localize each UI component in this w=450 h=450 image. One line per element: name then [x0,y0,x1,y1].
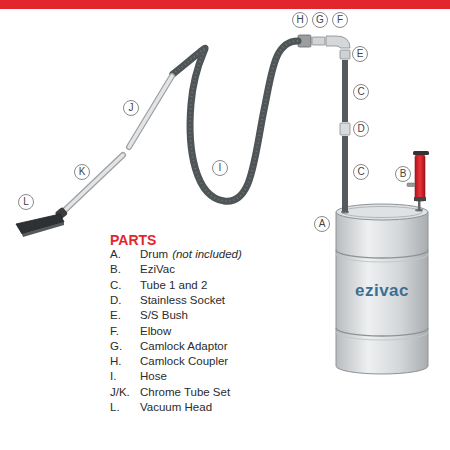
hose [173,41,298,201]
part-name: Chrome Tube Set [140,386,230,399]
part-letter: F. [110,325,119,338]
chrome-tubes [64,76,172,211]
callout-letter: L [23,197,29,207]
callout-letter: F [337,15,343,25]
callout-circle: B [395,166,411,182]
part-letter: L. [110,401,120,414]
part-letter: E. [110,309,121,322]
callout-letter: A [319,219,326,229]
callout-letter: I [219,163,222,173]
callout-letter: J [129,103,134,113]
callout-circle: I [212,160,228,176]
parts-heading: PARTS [110,232,156,248]
callout-circle: L [18,194,34,210]
part-name: Elbow [140,325,171,338]
callout-circle: A [314,216,330,232]
callout-circle: H [292,12,308,28]
part-name: Camlock Adaptor [140,340,228,353]
callout-letter: C [357,167,364,177]
callout-circle: E [352,46,368,62]
part-name: EziVac [140,263,175,276]
callout-letter: K [79,167,86,177]
callout-circle: D [353,121,369,137]
callout-letter: D [357,124,364,134]
part-letter: C. [110,279,122,292]
part-name: Tube 1 and 2 [140,279,207,292]
vacuum-head [16,207,68,237]
callout-circle: C [353,164,369,180]
part-note: (not included) [172,248,242,261]
callout-circle: G [312,12,328,28]
callout-circle: C [353,84,369,100]
drum-logo: ezivac [355,281,409,301]
suction-tube-set [298,35,350,212]
part-name: Camlock Coupler [140,355,228,368]
callout-circle: K [74,164,90,180]
callout-letter: H [296,15,303,25]
hose-ribs [173,41,298,201]
part-name: S/S Bush [140,309,188,322]
part-name: Drum [140,248,168,261]
part-letter: B. [110,263,121,276]
ezivac-pump [407,151,429,211]
part-letter: G. [110,340,122,353]
drum [336,204,428,374]
part-letter: J/K. [110,386,130,399]
part-name: Stainless Socket [140,294,225,307]
part-letter: A. [110,248,121,261]
callout-letter: C [357,87,364,97]
part-letter: D. [110,294,122,307]
header-bar [0,0,450,9]
callout-letter: E [357,49,364,59]
part-name: Vacuum Head [140,401,212,414]
part-letter: I. [110,370,116,383]
callout-letter: G [316,15,324,25]
callout-circle: F [332,12,348,28]
callout-circle: J [123,100,139,116]
part-name: Hose [140,370,167,383]
part-letter: H. [110,355,122,368]
callout-letter: B [400,169,407,179]
